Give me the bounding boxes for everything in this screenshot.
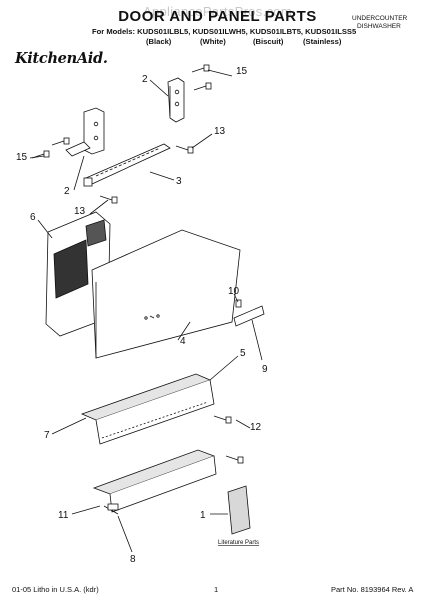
screw-15-upper xyxy=(191,64,212,91)
category-line-1: UNDERCOUNTER xyxy=(352,15,408,22)
callout-13-lower: 13 xyxy=(74,206,86,217)
insulation-panel-lower xyxy=(92,449,217,515)
screw-12 xyxy=(213,415,244,464)
callout-15-upper: 15 xyxy=(236,66,248,77)
model-number: KUDS01ILSS5 xyxy=(305,27,357,36)
category-line-2: DISHWASHER xyxy=(357,23,401,30)
page-title: DOOR AND PANEL PARTS xyxy=(118,8,317,25)
footer-print-info: 01-05 Litho in U.S.A. (kdr) xyxy=(12,585,99,594)
model-number: KUDS01ILWH5, xyxy=(192,27,248,36)
door-handle xyxy=(233,299,265,327)
callout-13-upper: 13 xyxy=(214,126,226,137)
model-color: (Black) xyxy=(146,37,172,46)
watermark: AppliancePartsPros.com xyxy=(143,4,292,19)
callout-4: 4 xyxy=(180,336,186,347)
model-color: (White) xyxy=(200,37,226,46)
callout-9: 9 xyxy=(262,364,268,375)
part-number: Part No. 8193964 Rev. A xyxy=(331,585,414,594)
model-number: KUDS01ILBT5, xyxy=(249,27,304,36)
callout-7: 7 xyxy=(44,430,50,441)
door-hinge-bracket-lower xyxy=(65,107,105,157)
callout-3: 3 xyxy=(176,176,182,187)
callout-5: 5 xyxy=(240,348,246,359)
door-hinge-bracket-upper xyxy=(167,77,185,123)
door-rail xyxy=(83,143,171,187)
screw-15-lower xyxy=(31,137,70,159)
callout-1: 1 xyxy=(200,510,206,521)
models-prefix: For Models: xyxy=(92,27,136,36)
literature-parts-label: Literature Parts xyxy=(218,540,259,546)
literature-parts xyxy=(227,485,251,535)
callout-12: 12 xyxy=(250,422,262,433)
insulation-panel-upper xyxy=(80,373,215,445)
model-list: For Models: KUDS01ILBL5, KUDS01ILWH5, KU… xyxy=(92,27,356,36)
model-color: (Stainless) xyxy=(303,37,342,46)
callout-2-lower: 2 xyxy=(64,186,70,197)
callout-10: 10 xyxy=(228,286,240,297)
callout-8: 8 xyxy=(130,554,136,565)
callout-15-lower: 15 xyxy=(16,152,28,163)
model-color: (Biscuit) xyxy=(253,37,284,46)
callout-11: 11 xyxy=(58,510,69,521)
model-number: KUDS01ILBL5, xyxy=(137,27,191,36)
screw-13-rail xyxy=(99,145,194,204)
callout-2-upper: 2 xyxy=(142,74,148,85)
callout-6: 6 xyxy=(30,212,36,223)
brand-logo: KitchenAid. xyxy=(15,50,108,67)
door-outer-panel xyxy=(91,229,241,359)
page-number: 1 xyxy=(214,585,219,594)
